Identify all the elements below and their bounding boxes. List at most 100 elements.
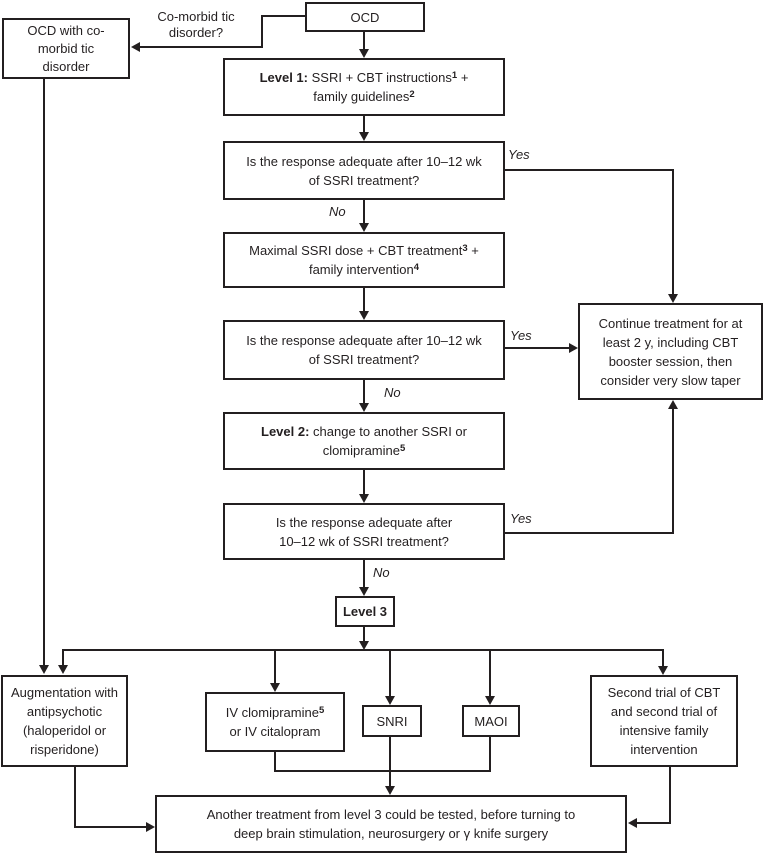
connector-drop-augmentation	[62, 650, 64, 666]
arrowhead-final-right	[628, 818, 637, 828]
arrowhead-snri	[385, 696, 395, 705]
label-no-1: No	[329, 204, 346, 219]
question3-line1: Is the response adequate after	[275, 514, 453, 530]
final-line2: deep brain stimulation, neurosurgery or …	[233, 826, 549, 841]
question2-line1: Is the response adequate after 10–12 wk	[246, 333, 482, 348]
arrowhead-augmentation	[58, 665, 68, 674]
connector-tic-to-augmentation	[43, 79, 45, 666]
level2-text2: clomipramine	[322, 443, 400, 458]
connector-comorbid-vertical	[261, 16, 263, 48]
connector-level2-to-q3	[363, 470, 365, 495]
final-line1: Another treatment from level 3 could be …	[206, 807, 576, 822]
level2-bold-prefix: Level 2:	[261, 424, 310, 439]
node-continue-treatment: Continue treatment for at least 2 y, inc…	[578, 303, 763, 400]
arrowhead-maoi	[485, 696, 495, 705]
connector-yes3-horizontal	[505, 532, 674, 534]
node-level2-line2: clomipramine5	[323, 441, 406, 460]
connector-yes1-horizontal	[505, 169, 674, 171]
secondtrial-line2: and second trial of	[610, 704, 718, 719]
node-level2: Level 2: change to another SSRI or clomi…	[223, 412, 505, 470]
footnote-4: 4	[413, 261, 420, 273]
connector-level3-distribution	[62, 649, 664, 651]
connector-level3-to-branch	[363, 627, 365, 642]
comorbid-label-line2: disorder?	[168, 25, 224, 40]
connector-ivclom-down	[274, 752, 276, 772]
connector-comorbid-horizontal	[140, 46, 263, 48]
node-ocd-tic-line1: OCD with co-	[27, 22, 105, 38]
augmentation-line1: Augmentation with	[11, 685, 118, 700]
arrowhead-level3	[359, 587, 369, 596]
level1-text2: +	[457, 70, 469, 85]
connector-augmentation-down	[74, 767, 76, 828]
arrowhead-continue-top	[668, 294, 678, 303]
arrowhead-level1	[359, 49, 369, 58]
connector-secondtrial-down	[669, 767, 671, 824]
maximal-text2: +	[467, 243, 479, 258]
arrowhead-q3	[359, 494, 369, 503]
node-level1: Level 1: SSRI + CBT instructions1 + fami…	[223, 58, 505, 116]
label-no-3: No	[373, 565, 390, 580]
ivclom-line1: IV clomipramine5	[226, 703, 325, 722]
node-ocd-tic-line2: morbid tic	[37, 40, 95, 56]
label-yes-1: Yes	[508, 147, 530, 162]
node-ocd: OCD	[305, 2, 425, 32]
node-level1-line1: Level 1: SSRI + CBT instructions1 +	[260, 68, 469, 87]
node-level2-line1: Level 2: change to another SSRI or	[261, 422, 467, 441]
continue-line4: consider very slow taper	[600, 372, 741, 388]
connector-bottom-collector	[274, 770, 491, 772]
node-level3: Level 3	[335, 596, 395, 627]
connector-drop-maoi	[489, 650, 491, 697]
comorbid-label-line1: Co-morbid tic	[157, 9, 235, 24]
augmentation-line4: risperidone)	[30, 742, 99, 757]
level1-bold-prefix: Level 1:	[259, 70, 308, 85]
connector-ocd-to-level1	[363, 32, 365, 50]
arrowhead-into-tic-box	[131, 42, 140, 52]
node-iv-clomipramine: IV clomipramine5 or IV citalopram	[205, 692, 345, 752]
node-maoi-label: MAOI	[474, 713, 508, 729]
level1-text3: family guidelines	[313, 89, 410, 104]
connector-maoi-down	[489, 737, 491, 772]
question3-line2: 10–12 wk of SSRI treatment?	[279, 533, 449, 549]
connector-ocd-left	[261, 15, 305, 17]
level2-text1: change to another SSRI or	[309, 424, 467, 439]
arrowhead-q2	[359, 311, 369, 320]
label-yes-2: Yes	[510, 328, 532, 343]
arrowhead-final-top	[385, 786, 395, 795]
connector-q3-to-level3	[363, 560, 365, 588]
node-level3-label: Level 3	[342, 604, 388, 619]
arrowhead-secondtrial	[658, 666, 668, 675]
connector-augmentation-to-final	[74, 826, 147, 828]
node-snri-label: SNRI	[376, 713, 408, 729]
footnote-3: 3	[462, 242, 468, 254]
question1-line1: Is the response adequate after 10–12 wk	[246, 153, 482, 169]
node-maximal-line1: Maximal SSRI dose + CBT treatment3 +	[249, 241, 479, 260]
footnote-5b: 5	[318, 704, 325, 716]
node-ocd-with-tic-disorder: OCD with co- morbid tic disorder	[2, 18, 130, 79]
connector-q1-to-maximal	[363, 200, 365, 224]
node-maximal-ssri: Maximal SSRI dose + CBT treatment3 + fam…	[223, 232, 505, 288]
connector-drop-snri	[389, 650, 391, 697]
node-another-treatment: Another treatment from level 3 could be …	[155, 795, 627, 853]
ivclom-text1: IV clomipramine	[225, 705, 319, 720]
node-ocd-label: OCD	[350, 9, 380, 25]
connector-drop-secondtrial	[662, 650, 664, 667]
secondtrial-line4: intervention	[630, 742, 698, 757]
connector-maximal-to-q2	[363, 288, 365, 312]
maximal-text1: Maximal SSRI dose + CBT treatment	[249, 243, 463, 258]
continue-line2: least 2 y, including CBT	[602, 334, 739, 350]
question1-line2: of SSRI treatment?	[308, 172, 420, 188]
secondtrial-line1: Second trial of CBT	[607, 685, 721, 700]
arrowhead-continue-bottom	[668, 400, 678, 409]
level1-text1: SSRI + CBT instructions	[308, 70, 452, 85]
connector-drop-ivclom	[274, 650, 276, 684]
node-maoi: MAOI	[462, 705, 520, 737]
footnote-5: 5	[400, 442, 406, 454]
arrowhead-branch-line	[359, 641, 369, 650]
continue-line3: booster session, then	[608, 353, 733, 369]
node-ocd-tic-line3: disorder	[42, 58, 90, 74]
connector-yes2-horizontal	[505, 347, 570, 349]
node-augmentation: Augmentation with antipsychotic (haloper…	[1, 675, 128, 767]
node-question1: Is the response adequate after 10–12 wk …	[223, 141, 505, 200]
arrowhead-continue-left	[569, 343, 578, 353]
label-no-2: No	[384, 385, 401, 400]
